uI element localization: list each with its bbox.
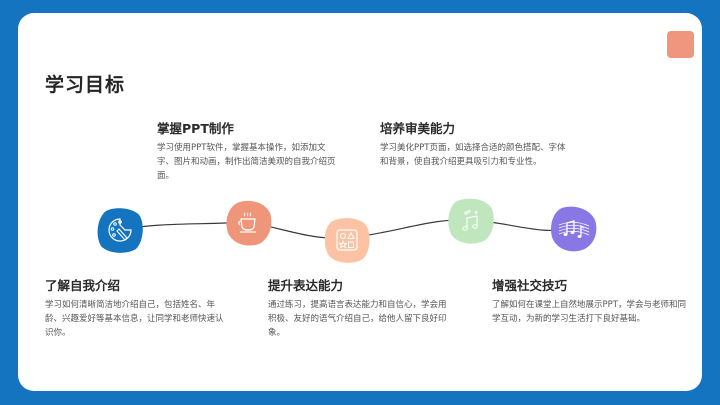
blob-shape bbox=[226, 200, 272, 246]
music-note-icon bbox=[462, 210, 478, 231]
objective-title-aesthetics: 培养审美能力 bbox=[380, 121, 456, 136]
objective-title-self-intro: 了解自我介绍 bbox=[45, 278, 121, 293]
objective-title-ppt-making: 掌握PPT制作 bbox=[157, 121, 234, 136]
node-aesthetics bbox=[447, 197, 495, 245]
blob-shape bbox=[324, 218, 370, 263]
node-expression bbox=[323, 216, 371, 264]
objective-title-expression: 提升表达能力 bbox=[268, 278, 344, 293]
page-title: 学习目标 bbox=[45, 74, 126, 96]
music-staff-icon bbox=[558, 220, 590, 238]
node-ppt-making bbox=[225, 199, 273, 247]
blob-shape bbox=[448, 198, 494, 244]
coffee-cup-icon bbox=[238, 212, 256, 233]
objective-title-social: 增强社交技巧 bbox=[492, 278, 568, 293]
shapes-board-icon bbox=[336, 229, 358, 251]
node-social bbox=[550, 205, 598, 253]
slide-card bbox=[18, 13, 702, 391]
objective-desc-self-intro: 学习如何清晰简洁地介绍自己，包括姓名、年龄、兴趣爱好等基本信息，让同学和老师快速… bbox=[45, 300, 224, 338]
objective-desc-aesthetics: 学习美化PPT页面，如选择合适的颜色搭配、字体和背景，使自我介绍更具吸引力和专业… bbox=[380, 143, 566, 167]
accent-square bbox=[667, 31, 694, 58]
objective-desc-social: 了解如何在课堂上自然地展示PPT，学会与老师和同学互动，为新的学习生活打下良好基… bbox=[492, 300, 686, 324]
node-self-intro bbox=[96, 206, 144, 254]
objective-desc-expression: 通过练习，提高语言表达能力和自信心，学会用积极、友好的语气介绍自己，给他人留下良… bbox=[268, 300, 447, 338]
objective-desc-ppt-making: 学习使用PPT软件，掌握基本操作，如添加文字、图片和动画，制作出简洁美观的自我介… bbox=[157, 143, 336, 181]
palette-icon bbox=[108, 218, 132, 242]
